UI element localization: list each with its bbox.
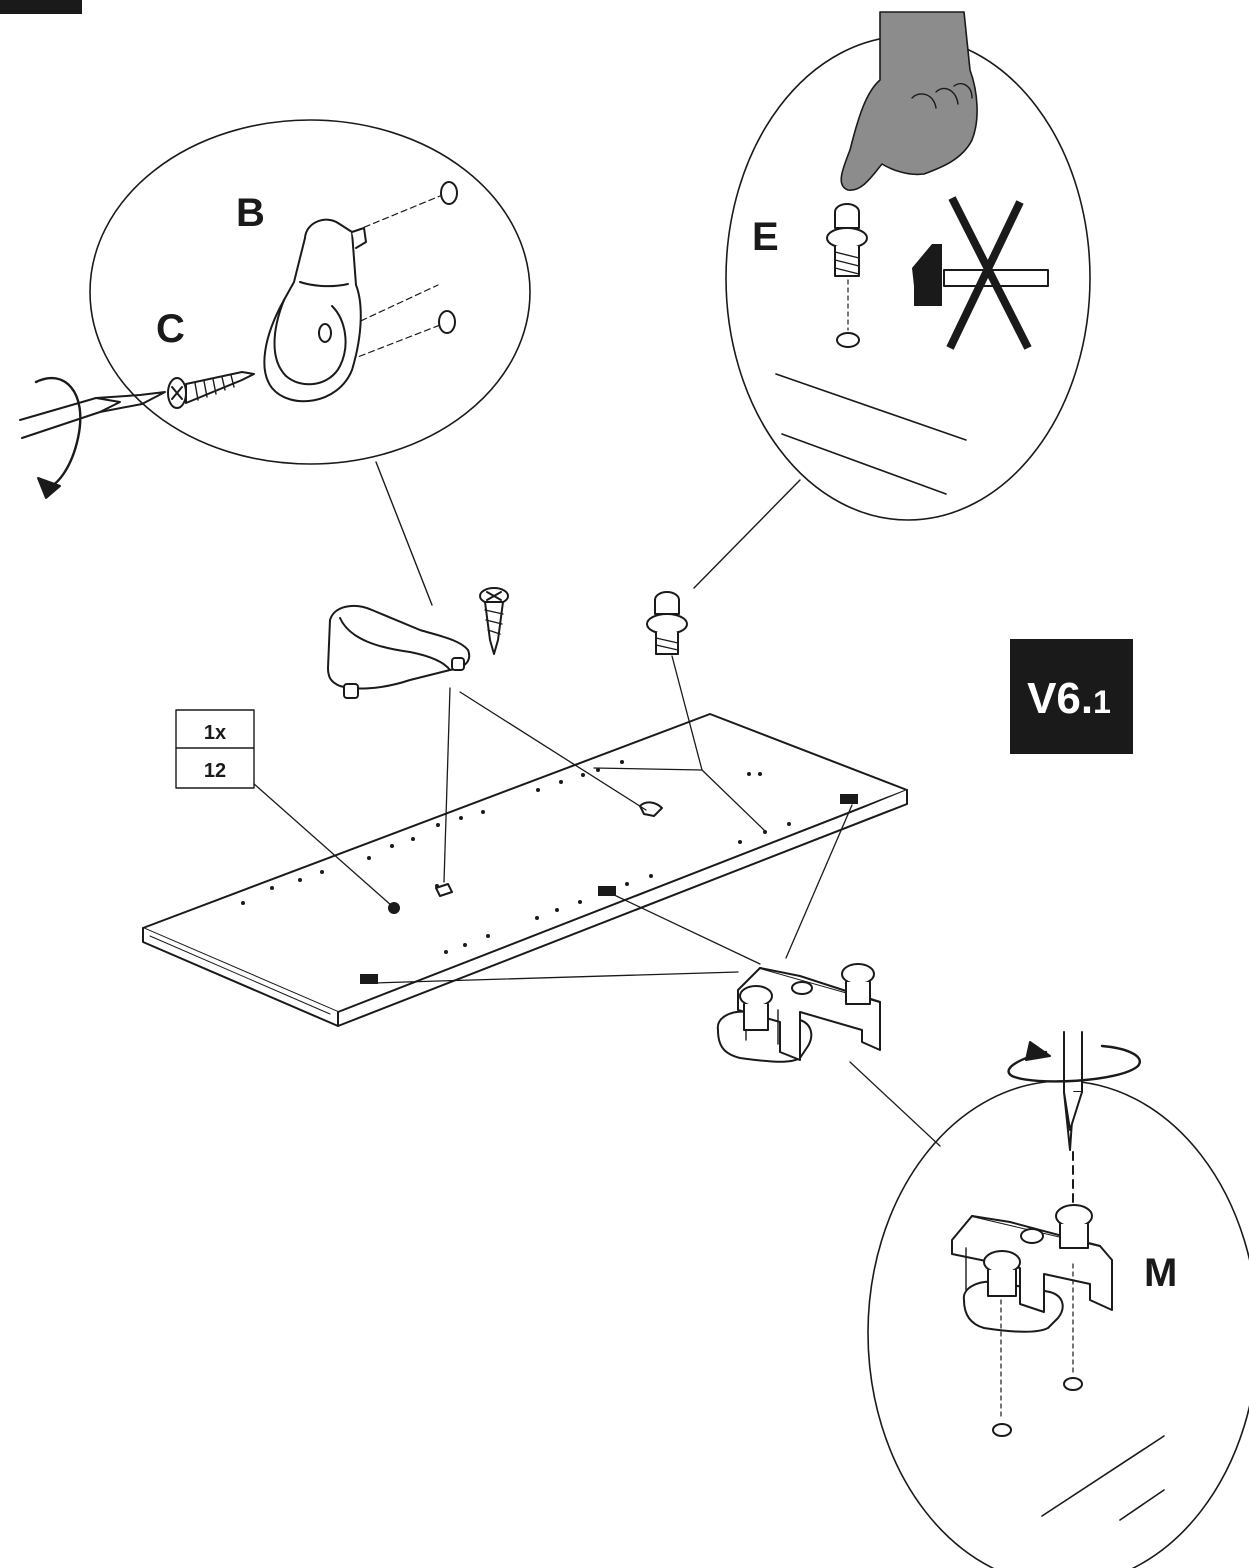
connector-bracket-detail-icon: [951, 1204, 1113, 1333]
hanger-on-panel: [639, 801, 663, 817]
detail-circle-cam-bolt: E: [693, 11, 1091, 589]
connector-on-panel-right: [840, 794, 858, 804]
connector-on-panel-mid: [598, 886, 616, 896]
connector-bracket-icon: [716, 963, 881, 1063]
quantity-box: 1x 12: [175, 709, 255, 789]
screwdriver-icon: [19, 391, 166, 439]
version-badge-main: V6.: [1027, 674, 1093, 723]
cam-bolt-icon: [826, 203, 868, 277]
shelf-panel: [142, 713, 908, 1027]
detail-circle-hanger: B C: [19, 119, 531, 606]
label-m: M: [1144, 1251, 1177, 1295]
cam-bolt-part-icon: [646, 591, 688, 655]
hanger-bracket-icon: [263, 218, 367, 403]
version-badge-text: V6.1: [1027, 674, 1111, 723]
version-badge-sub: 1: [1093, 684, 1111, 720]
hanger-part-icon: [327, 604, 471, 699]
quantity-count: 1x: [204, 722, 226, 744]
small-screw-icon: [479, 587, 509, 655]
rotate-arrow-icon: [1007, 1041, 1141, 1083]
screwdriver-icon: [1063, 1031, 1083, 1151]
prohibited-cross-icon: [946, 196, 1032, 350]
rotate-arrow-icon: [34, 376, 82, 499]
hand-icon: [840, 11, 978, 191]
wood-screw-icon: [167, 371, 255, 409]
label-b: B: [236, 191, 265, 235]
connector-on-panel-left: [360, 974, 378, 984]
detail-circle-connector: M: [867, 1031, 1249, 1568]
leader-lines: [252, 655, 941, 1147]
quantity-part-number: 12: [204, 760, 226, 782]
panel-holes: [241, 760, 791, 954]
version-badge: V6.1: [1010, 639, 1133, 754]
label-c: C: [156, 307, 185, 351]
cam-bolt-on-panel: [435, 883, 453, 897]
label-e: E: [752, 215, 779, 259]
page-corner-tab: [0, 0, 82, 14]
